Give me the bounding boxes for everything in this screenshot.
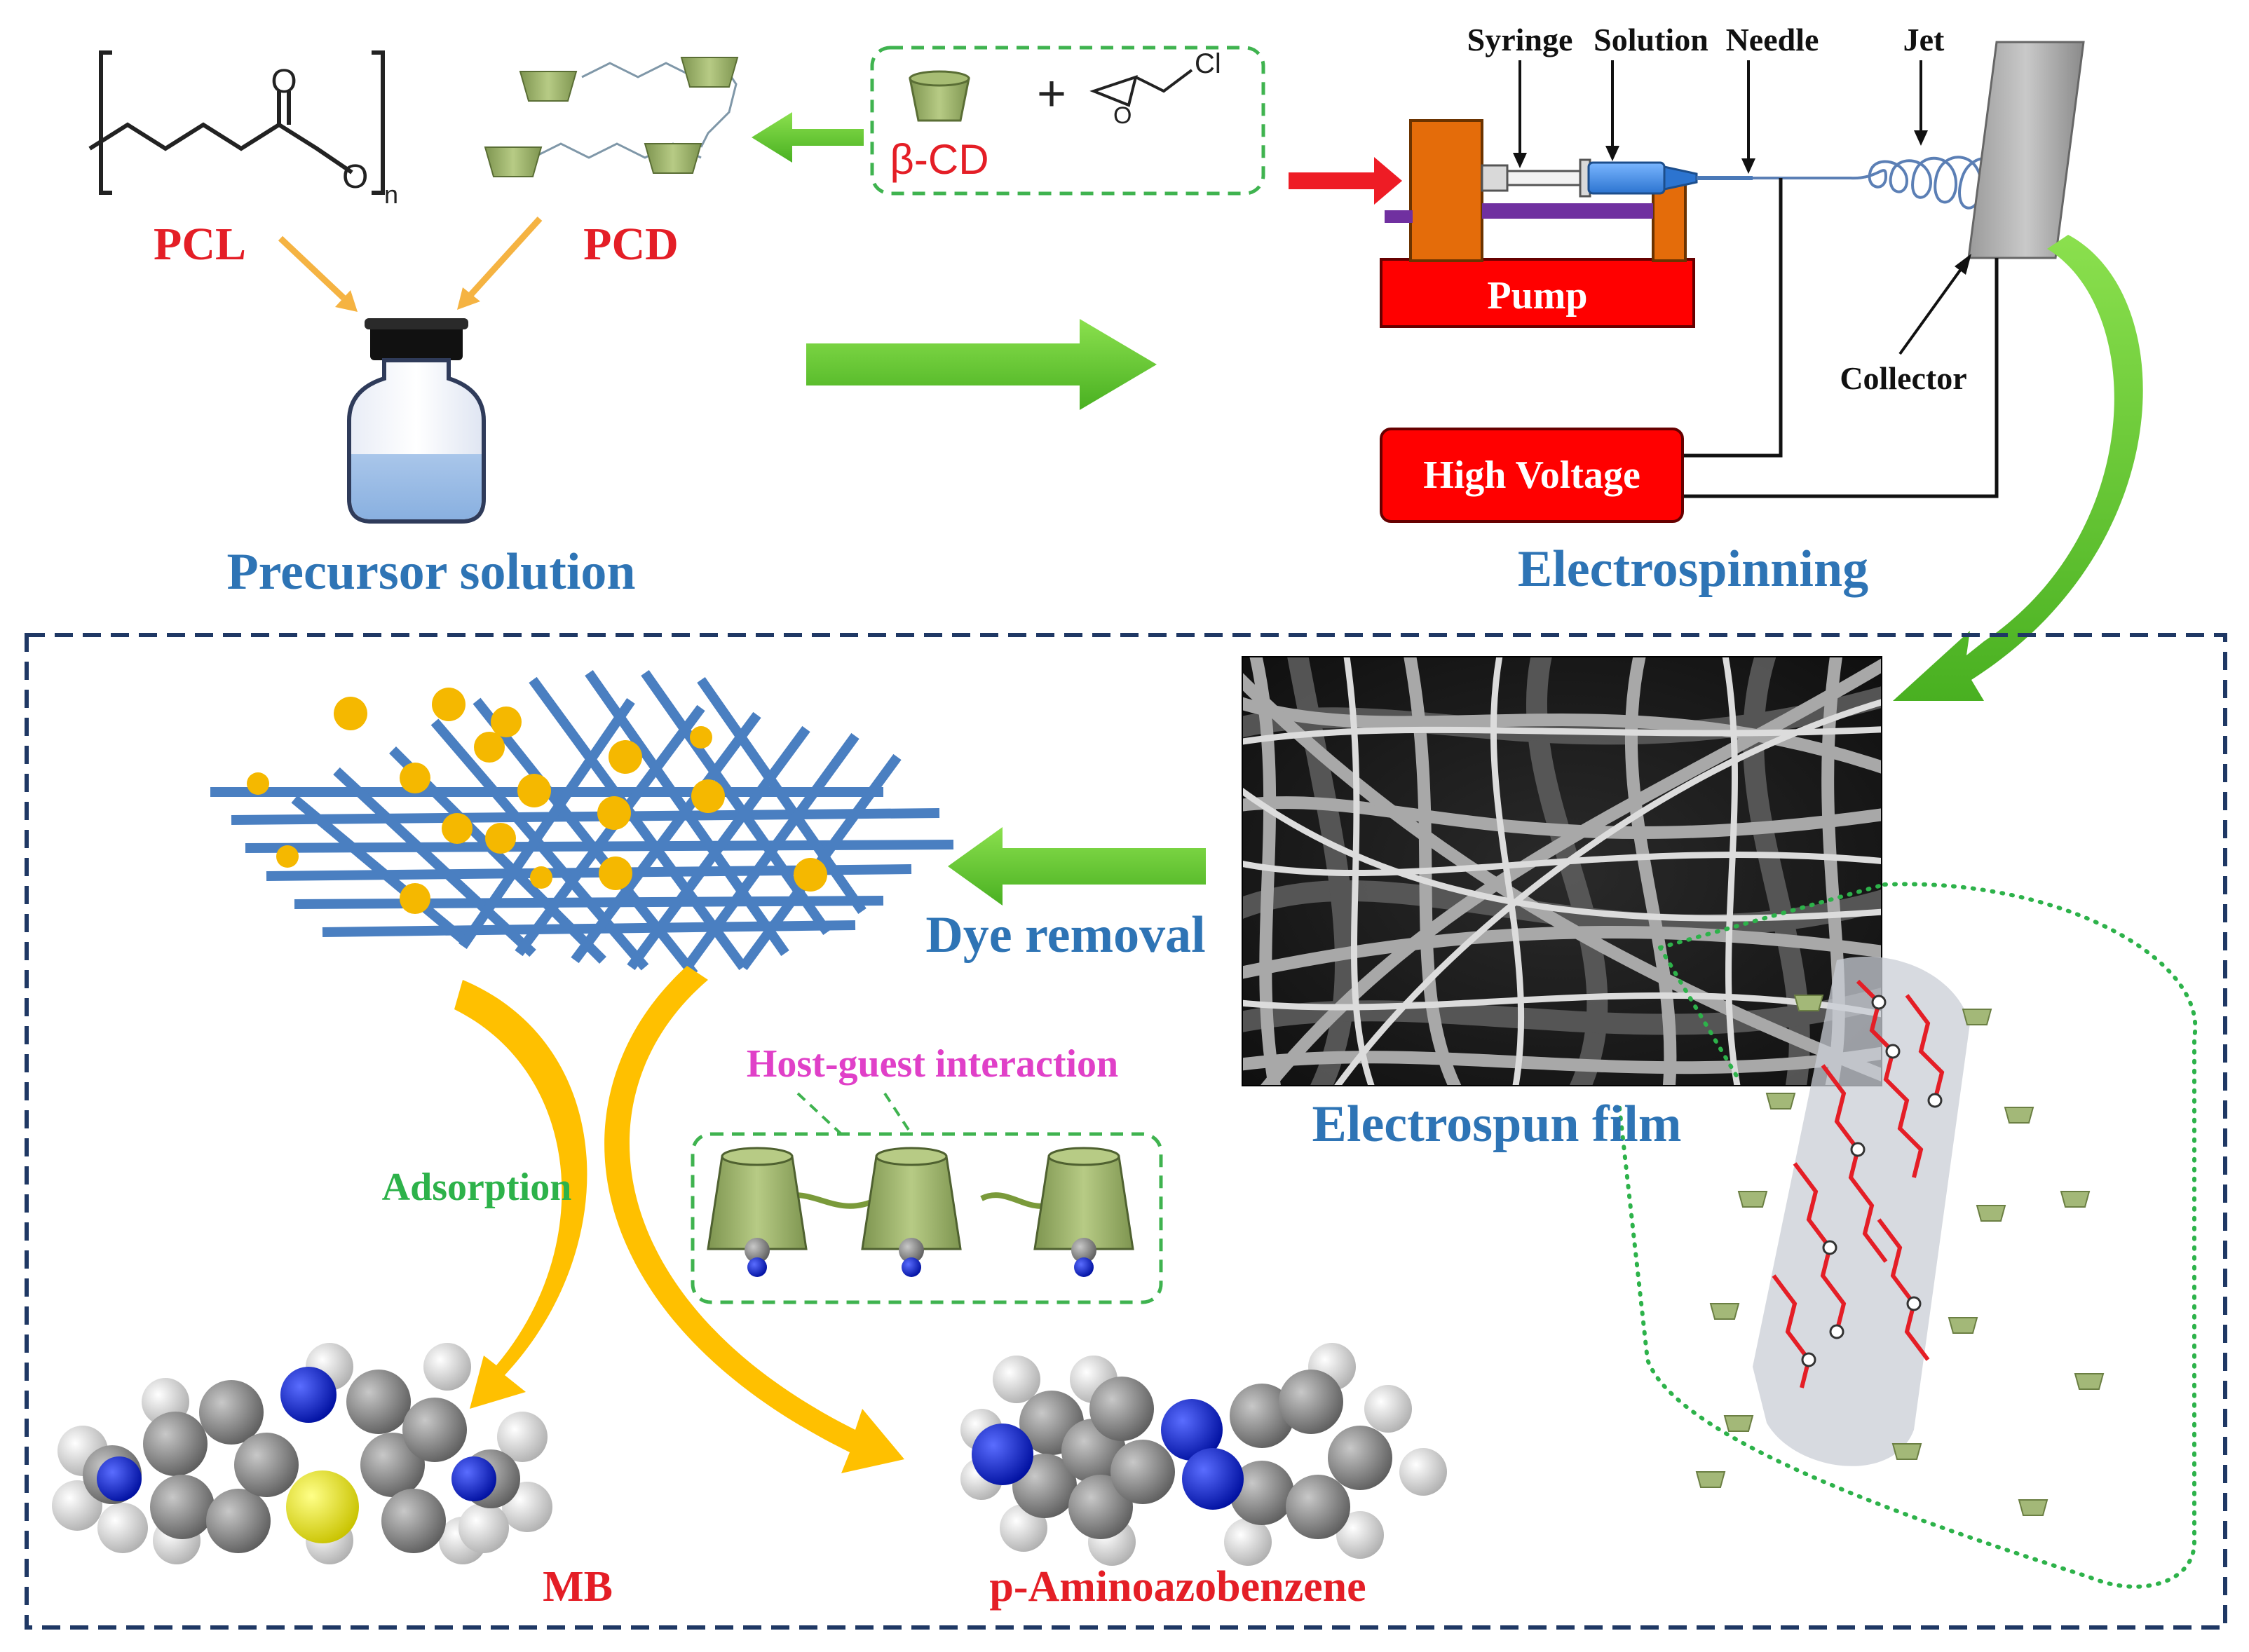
reagent-box bbox=[870, 46, 1265, 196]
jar-lid bbox=[370, 324, 463, 360]
collector-plate bbox=[1967, 41, 2085, 259]
pump-pusher-block bbox=[1409, 119, 1483, 262]
needle-label: Needle bbox=[1726, 22, 1819, 57]
pcl-label: PCL bbox=[154, 219, 246, 270]
pcd-cd-unit-4 bbox=[644, 143, 702, 174]
adsorbed-dye-dots bbox=[247, 688, 827, 914]
electrospinning-label: Electrospinning bbox=[1518, 540, 1868, 598]
adsorption-arrow-paba bbox=[604, 966, 904, 1473]
electrospun-film-label: Electrospun film bbox=[1312, 1095, 1682, 1153]
paba-molecule-model bbox=[960, 1343, 1447, 1566]
pcl-carbonyl-oxygen: O bbox=[271, 63, 297, 100]
pcd-cd-unit-1 bbox=[519, 71, 578, 102]
pcl-subscript-n: n bbox=[384, 180, 398, 209]
pump-rail bbox=[1482, 203, 1653, 219]
pcd-structure bbox=[484, 57, 739, 177]
adsorption-label: Adsorption bbox=[382, 1166, 572, 1209]
dye-removal-arrow bbox=[948, 827, 1206, 906]
polymer-jet bbox=[1753, 156, 2011, 215]
reagent-to-pcd-arrow bbox=[752, 112, 864, 163]
epoxide-oxygen: O bbox=[1113, 102, 1132, 129]
adsorption-arrow-mb bbox=[454, 980, 587, 1409]
jet-label: Jet bbox=[1903, 22, 1945, 57]
fiber-molecular-zoom bbox=[1695, 956, 2105, 1516]
solution-reservoir bbox=[1587, 161, 1666, 195]
pump-label: Pump bbox=[1487, 274, 1587, 318]
paba-label: p-Aminoazobenzene bbox=[989, 1563, 1366, 1611]
syringe-barrel bbox=[1506, 170, 1586, 186]
collector-wire bbox=[1683, 258, 1999, 498]
to-electrospinning-arrow bbox=[806, 319, 1157, 410]
pcd-cd-unit-2 bbox=[680, 57, 739, 88]
mb-label: MB bbox=[543, 1563, 613, 1611]
high-voltage-source bbox=[1380, 428, 1684, 523]
application-panel-frame bbox=[25, 633, 2227, 1630]
mixing-arrows bbox=[278, 216, 543, 312]
beta-cd-label: β-CD bbox=[890, 136, 988, 183]
syringe-label: Syringe bbox=[1467, 22, 1573, 57]
zoom-connector-lines bbox=[1617, 882, 2198, 1589]
epichlorohydrin-structure bbox=[1089, 69, 1193, 107]
pcl-structure bbox=[88, 50, 385, 195]
precursor-jar bbox=[347, 318, 486, 524]
host-guest-label: Host-guest interaction bbox=[747, 1042, 1118, 1086]
high-voltage-label: High Voltage bbox=[1423, 453, 1640, 497]
callout-arrows bbox=[1513, 60, 1971, 355]
solution-label: Solution bbox=[1594, 22, 1708, 57]
pcl-ester-oxygen: O bbox=[342, 158, 368, 196]
pump-base bbox=[1380, 258, 1695, 328]
dye-removal-label: Dye removal bbox=[925, 906, 1205, 964]
fiber-mesh bbox=[210, 669, 954, 978]
host-guest-complex bbox=[707, 1147, 1134, 1277]
mb-molecule-model bbox=[52, 1343, 552, 1564]
electrospinning-apparatus bbox=[1380, 41, 2085, 523]
sem-micrograph bbox=[1242, 656, 1882, 1086]
jar-liquid bbox=[351, 454, 482, 519]
to-film-curved-arrow bbox=[1893, 235, 2143, 701]
precursor-solution-label: Precursor solution bbox=[226, 543, 635, 601]
pump-holder-block bbox=[1652, 174, 1687, 262]
pcd-cd-unit-3 bbox=[484, 146, 543, 177]
collector-label: Collector bbox=[1840, 360, 1966, 396]
pcd-label: PCD bbox=[583, 219, 679, 270]
host-guest-inset bbox=[691, 1132, 1163, 1304]
chlorine-atom: Cl bbox=[1195, 48, 1221, 79]
needle-wire bbox=[1683, 178, 1783, 458]
push-arrow bbox=[1289, 157, 1402, 205]
plus-sign: + bbox=[1037, 66, 1066, 122]
